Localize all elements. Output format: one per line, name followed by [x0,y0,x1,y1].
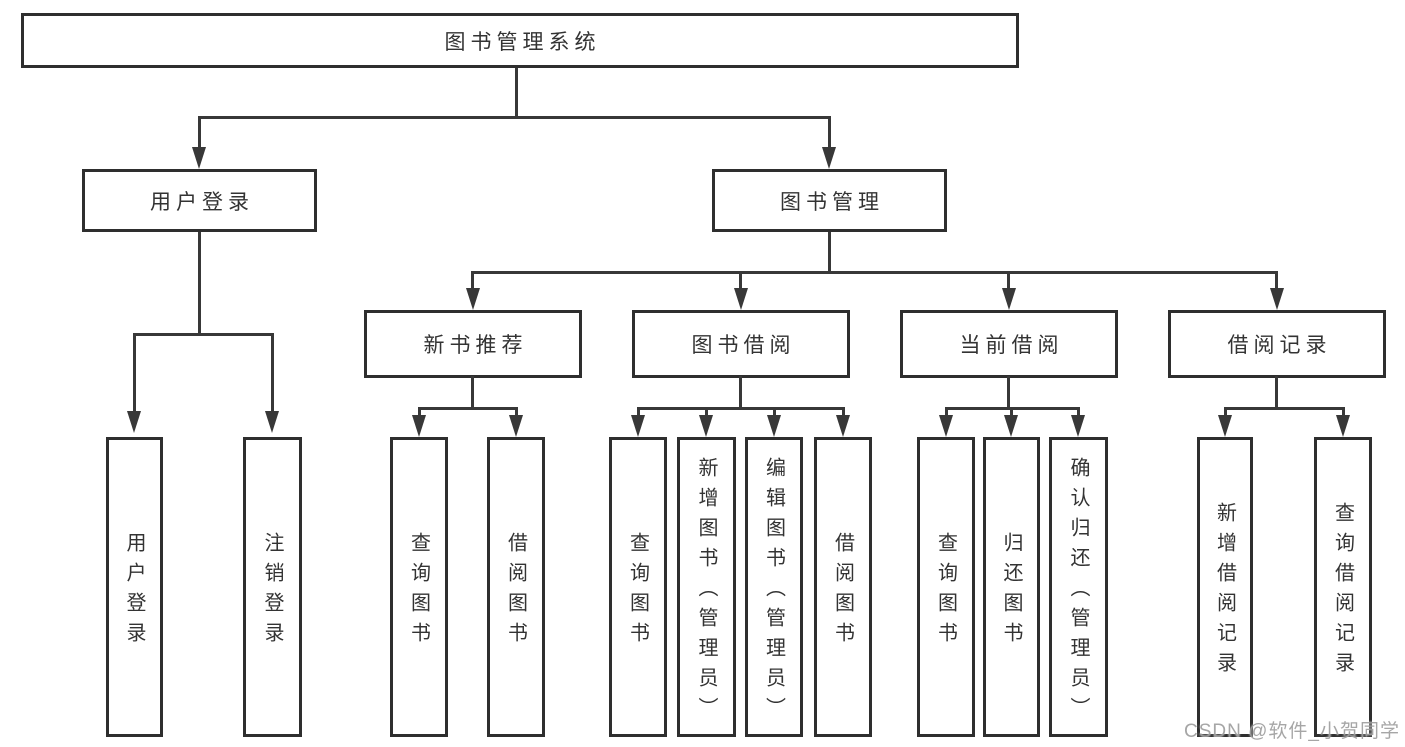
node-user-login: 用户登录 [82,169,317,232]
leaf-query-book-recommend-label: 查询图书 [407,532,430,652]
connector-stub [637,407,640,417]
leaf-add-book-admin-label: 新增图书（管理员） [695,457,717,727]
connector-root-splitter [198,116,831,119]
csdn-watermark: CSDN @软件_小贺同学 [1184,721,1400,742]
leaf-query-book-current: 查询图书 [917,437,975,737]
connector-stub [1010,407,1013,417]
leaf-query-book-recommend: 查询图书 [390,437,448,737]
node-borrow-records-label: 借阅记录 [1227,334,1332,357]
arrow-down-icon [1336,415,1350,437]
arrow-down-icon [127,411,141,433]
leaf-query-book-borrow: 查询图书 [609,437,667,737]
node-book-management-label: 图书管理 [780,190,884,214]
connector-drop-leaf-logout [271,333,274,413]
leaf-user-login: 用户登录 [106,437,163,737]
node-new-book-recommend: 新书推荐 [364,310,582,378]
connector-book-mgmt-stem [828,232,831,273]
connector-new-book-splitter [418,407,518,410]
leaf-borrow-book-label: 借阅图书 [831,532,854,652]
leaf-logout-label: 注销登录 [261,532,283,652]
arrow-down-icon [631,415,645,437]
leaf-borrow-book-recommend: 借阅图书 [487,437,545,737]
connector-stub [1224,407,1227,417]
node-current-borrow-label: 当前借阅 [959,334,1064,357]
connector-drop-borrow-records [1275,271,1278,290]
connector-root-stem [515,68,518,118]
leaf-add-book-admin: 新增图书（管理员） [677,437,736,737]
leaf-query-book-borrow-label: 查询图书 [626,532,649,652]
connector-current-borrow-stem [1007,376,1010,410]
leaf-logout: 注销登录 [243,437,302,737]
node-book-borrow-label: 图书借阅 [691,334,796,357]
connector-drop-book-mgmt [828,116,831,150]
arrow-down-icon [1002,288,1016,310]
connector-user-login-splitter [133,333,274,336]
leaf-add-borrow-record: 新增借阅记录 [1197,437,1253,737]
connector-borrow-records-splitter [1224,407,1344,410]
leaf-query-borrow-record-label: 查询借阅记录 [1331,502,1354,682]
leaf-query-borrow-record: 查询借阅记录 [1314,437,1372,737]
arrow-down-icon [1218,415,1232,437]
leaf-confirm-return-admin-label: 确认归还（管理员） [1067,457,1089,727]
connector-stub [515,407,518,417]
leaf-edit-book-admin-label: 编辑图书（管理员） [762,457,785,727]
leaf-confirm-return-admin: 确认归还（管理员） [1049,437,1108,737]
leaf-query-book-current-label: 查询图书 [934,532,957,652]
arrow-down-icon [939,415,953,437]
connector-stub [773,407,776,417]
leaf-return-book-label: 归还图书 [1000,532,1022,652]
arrow-down-icon [509,415,523,437]
arrow-down-icon [192,147,206,169]
connector-borrow-records-stem [1275,376,1278,410]
leaf-edit-book-admin: 编辑图书（管理员） [745,437,803,737]
node-root-system-label: 图书管理系统 [444,30,601,54]
leaf-user-login-label: 用户登录 [123,532,145,652]
arrow-down-icon [1270,288,1284,310]
connector-drop-new-book [471,271,474,290]
arrow-down-icon [822,147,836,169]
arrow-down-icon [836,415,850,437]
connector-user-login-stem [198,232,201,335]
node-new-book-recommend-label: 新书推荐 [423,334,528,357]
connector-stub [418,407,421,417]
connector-book-borrow-stem [739,376,742,410]
connector-drop-book-borrow [739,271,742,290]
arrow-down-icon [734,288,748,310]
connector-stub [705,407,708,417]
node-root-system: 图书管理系统 [21,13,1019,68]
node-borrow-records: 借阅记录 [1168,310,1386,378]
leaf-add-borrow-record-label: 新增借阅记录 [1213,502,1236,682]
connector-stub [1077,407,1080,417]
connector-drop-user-login [198,116,201,150]
node-book-management: 图书管理 [712,169,947,232]
arrow-down-icon [412,415,426,437]
node-user-login-label: 用户登录 [150,190,254,214]
arrow-down-icon [767,415,781,437]
arrow-down-icon [1004,415,1018,437]
connector-stub [945,407,948,417]
connector-drop-leaf-user-login [133,333,136,413]
node-book-borrow: 图书借阅 [632,310,850,378]
node-current-borrow: 当前借阅 [900,310,1118,378]
connector-stub [842,407,845,417]
arrow-down-icon [265,411,279,433]
leaf-borrow-book-recommend-label: 借阅图书 [504,532,527,652]
arrow-down-icon [1071,415,1085,437]
connector-book-mgmt-splitter [471,271,1278,274]
connector-drop-current-borrow [1007,271,1010,290]
connector-stub [1342,407,1345,417]
leaf-borrow-book: 借阅图书 [814,437,872,737]
connector-book-borrow-splitter [637,407,845,410]
leaf-return-book: 归还图书 [983,437,1040,737]
connector-new-book-stem [471,376,474,410]
arrow-down-icon [466,288,480,310]
arrow-down-icon [699,415,713,437]
